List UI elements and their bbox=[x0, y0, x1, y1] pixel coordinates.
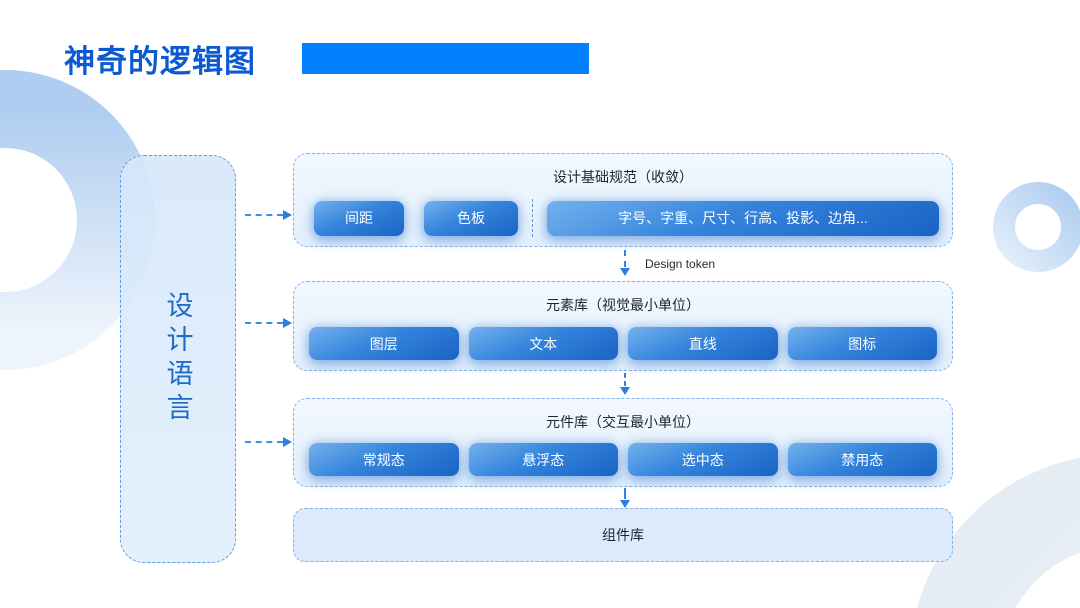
box-title-widget-library: 元件库（交互最小单位） bbox=[546, 414, 700, 430]
arrow-down-head bbox=[620, 500, 630, 508]
arrow-right-icon bbox=[245, 318, 292, 328]
node-palette: 色板 bbox=[424, 200, 518, 236]
page-title: 神奇的逻辑图 bbox=[64, 44, 256, 79]
design-language-panel: 设计语言 bbox=[120, 155, 236, 563]
dashed-divider bbox=[532, 199, 533, 237]
node-row-element-library: 图层 文本 直线 图标 bbox=[309, 327, 937, 360]
node-disabled-state: 禁用态 bbox=[787, 443, 937, 476]
node-icon: 图标 bbox=[787, 327, 937, 360]
arrow-right-head bbox=[283, 437, 292, 447]
node-spacing: 间距 bbox=[314, 200, 404, 236]
arrow-down-icon bbox=[618, 488, 632, 508]
node-text: 文本 bbox=[468, 327, 618, 360]
arrow-right-icon bbox=[245, 210, 292, 220]
design-token-label: Design token bbox=[645, 257, 716, 271]
node-typography-tokens: 字号、字重、尺寸、行高、投影、边角... bbox=[547, 200, 939, 236]
arrow-down-stem bbox=[624, 250, 626, 267]
arrow-right-head bbox=[283, 318, 292, 328]
arrow-down-stem bbox=[624, 373, 626, 386]
node-row-design-spec: 间距 色板 字号、字重、尺寸、行高、投影、边角... bbox=[314, 199, 939, 237]
arrow-down-stem bbox=[624, 488, 626, 499]
ring-top-left bbox=[0, 70, 155, 370]
node-layer: 图层 bbox=[309, 327, 459, 360]
node-selected-state: 选中态 bbox=[628, 443, 778, 476]
node-row-widget-library: 常规态 悬浮态 选中态 禁用态 bbox=[309, 443, 937, 476]
flow-box-design-spec: 设计基础规范（收敛） 间距 色板 字号、字重、尺寸、行高、投影、边角... bbox=[293, 153, 953, 247]
flow-box-element-library: 元素库（视觉最小单位） 图层 文本 直线 图标 bbox=[293, 281, 953, 371]
arrow-right-head bbox=[283, 210, 292, 220]
ring-bottom-right bbox=[916, 457, 1080, 608]
flow-box-widget-library: 元件库（交互最小单位） 常规态 悬浮态 选中态 禁用态 bbox=[293, 398, 953, 487]
node-line: 直线 bbox=[628, 327, 778, 360]
design-language-label: 设计语言 bbox=[162, 291, 193, 427]
arrow-down-head bbox=[620, 387, 630, 395]
node-hover-state: 悬浮态 bbox=[468, 443, 618, 476]
ring-right bbox=[993, 182, 1080, 272]
title-accent-bar bbox=[302, 43, 589, 74]
box-title-component-library: 组件库 bbox=[602, 527, 644, 543]
arrow-down-icon bbox=[618, 250, 632, 276]
box-title-element-library: 元素库（视觉最小单位） bbox=[546, 297, 700, 313]
box-title-design-spec: 设计基础规范（收敛） bbox=[553, 169, 693, 185]
flow-box-component-library: 组件库 bbox=[293, 508, 953, 562]
arrow-down-icon bbox=[618, 373, 632, 395]
arrow-down-head bbox=[620, 268, 630, 276]
arrow-right-icon bbox=[245, 437, 292, 447]
node-normal-state: 常规态 bbox=[309, 443, 459, 476]
